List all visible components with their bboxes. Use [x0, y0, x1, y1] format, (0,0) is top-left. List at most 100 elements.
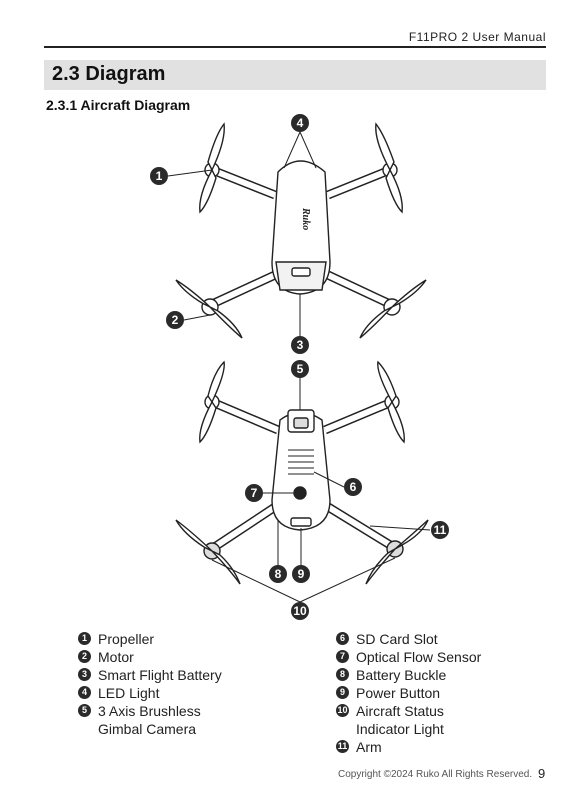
legend-number: 4: [78, 686, 91, 699]
legend-label: Optical Flow Sensor: [356, 649, 482, 665]
legend-label: SD Card Slot: [356, 631, 438, 647]
callout-label: 10: [293, 604, 307, 618]
arm-line: [326, 272, 394, 308]
leader-line: [211, 559, 301, 603]
propeller-icon: [199, 400, 217, 444]
legend-number: 6: [336, 632, 349, 645]
callout-5: 5: [291, 360, 309, 378]
legend-item: 8 Battery Buckle: [336, 666, 481, 684]
propeller-icon: [394, 519, 429, 550]
footer-copyright: Copyright ©2024 Ruko All Rights Reserved…: [338, 769, 533, 780]
propeller-icon: [365, 548, 396, 585]
propeller-icon: [175, 519, 213, 552]
arm-line: [323, 502, 397, 551]
arm-line: [326, 167, 392, 198]
legend-item: 10 Aircraft Status Indicator Light: [336, 702, 481, 738]
legend-label: Aircraft Status Indicator Light: [356, 703, 444, 737]
callout-label: 6: [350, 480, 357, 494]
arm-line: [208, 272, 277, 308]
leader-line: [299, 131, 317, 169]
callout-3: 3: [291, 336, 309, 354]
callout-label: 7: [251, 486, 258, 500]
leader-line: [369, 525, 431, 531]
callout-11: 11: [431, 521, 449, 539]
propeller-icon: [385, 168, 403, 214]
propeller-icon: [359, 306, 393, 339]
top-view-drone: Ruko: [175, 122, 427, 339]
legend-label: Motor: [98, 649, 134, 665]
propeller-icon: [387, 400, 405, 444]
propeller-icon: [211, 550, 241, 585]
legend-item: 5 3 Axis Brushless Gimbal Camera: [78, 702, 222, 738]
leader-line: [183, 314, 211, 321]
legend-label: Propeller: [98, 631, 155, 647]
leader-line: [299, 557, 396, 603]
callout-label: 11: [434, 523, 447, 537]
propeller-icon: [175, 279, 211, 308]
propeller-icon: [209, 306, 243, 339]
legend-left: 1 Propeller 2 Motor 3 Smart Flight Batte…: [78, 630, 222, 738]
arm-line: [210, 167, 277, 198]
legend-label: Power Button: [356, 685, 441, 701]
subsection-title: 2.3.1 Aircraft Diagram: [46, 97, 191, 113]
callout-label: 9: [298, 567, 305, 581]
legend-item: 4 LED Light: [78, 684, 222, 702]
battery-buckle-bottom: [290, 517, 312, 527]
arm-line: [210, 399, 280, 433]
callout-label: 3: [297, 338, 304, 352]
callout-label: 1: [156, 169, 163, 183]
arm-line: [323, 399, 394, 433]
brand-logo: Ruko: [300, 207, 311, 230]
callout-label: 5: [297, 362, 304, 376]
callout-label: 2: [172, 313, 179, 327]
arm-line: [208, 502, 280, 553]
legend-number: 9: [336, 686, 349, 699]
legend-label: 3 Axis Brushless Gimbal Camera: [98, 703, 201, 737]
legend-number: 8: [336, 668, 349, 681]
propeller-icon: [207, 122, 225, 172]
callout-6: 6: [344, 478, 362, 496]
legend-item: 11 Arm: [336, 738, 481, 756]
legend-item: 7 Optical Flow Sensor: [336, 648, 481, 666]
legend-item: 2 Motor: [78, 648, 222, 666]
legend-number: 10: [336, 704, 349, 717]
legend-item: 9 Power Button: [336, 684, 481, 702]
page-number: 9: [538, 766, 546, 781]
leader-line: [313, 471, 345, 488]
propeller-icon: [375, 122, 395, 172]
legend-number: 11: [336, 740, 349, 753]
callout-8: 8: [269, 565, 287, 583]
legend-label: Battery Buckle: [356, 667, 447, 683]
leader-line: [283, 131, 301, 169]
legend-item: 3 Smart Flight Battery: [78, 666, 222, 684]
legend-item: 1 Propeller: [78, 630, 222, 648]
running-header: F11PRO 2 User Manual: [408, 30, 546, 44]
aircraft-diagram: Ruko: [150, 114, 449, 620]
legend-label: LED Light: [98, 685, 160, 701]
header-rule: [44, 46, 546, 48]
callout-2: 2: [166, 311, 184, 329]
propeller-icon: [199, 168, 217, 214]
legend-number: 2: [78, 650, 91, 663]
legend-right: 6 SD Card Slot 7 Optical Flow Sensor 8 B…: [336, 630, 481, 756]
propeller-icon: [391, 279, 427, 308]
legend-number: 3: [78, 668, 91, 681]
callout-4: 4: [291, 114, 309, 132]
callout-10: 10: [291, 602, 309, 620]
bottom-view-drone: [175, 360, 429, 585]
legend-label: Smart Flight Battery: [98, 667, 222, 683]
callout-label: 8: [275, 567, 282, 581]
legend-label: Arm: [356, 739, 382, 755]
section-bar: 2.3 Diagram: [44, 60, 546, 90]
legend-number: 1: [78, 632, 91, 645]
legend-number: 7: [336, 650, 349, 663]
callout-9: 9: [292, 565, 310, 583]
leader-line: [167, 169, 213, 177]
battery-buckle: [291, 267, 311, 277]
propeller-icon: [207, 360, 225, 404]
legend-number: 5: [78, 704, 91, 717]
section-title: 2.3 Diagram: [52, 63, 166, 85]
gimbal-lens: [293, 417, 309, 429]
callout-label: 4: [297, 116, 304, 130]
legend-item: 6 SD Card Slot: [336, 630, 481, 648]
